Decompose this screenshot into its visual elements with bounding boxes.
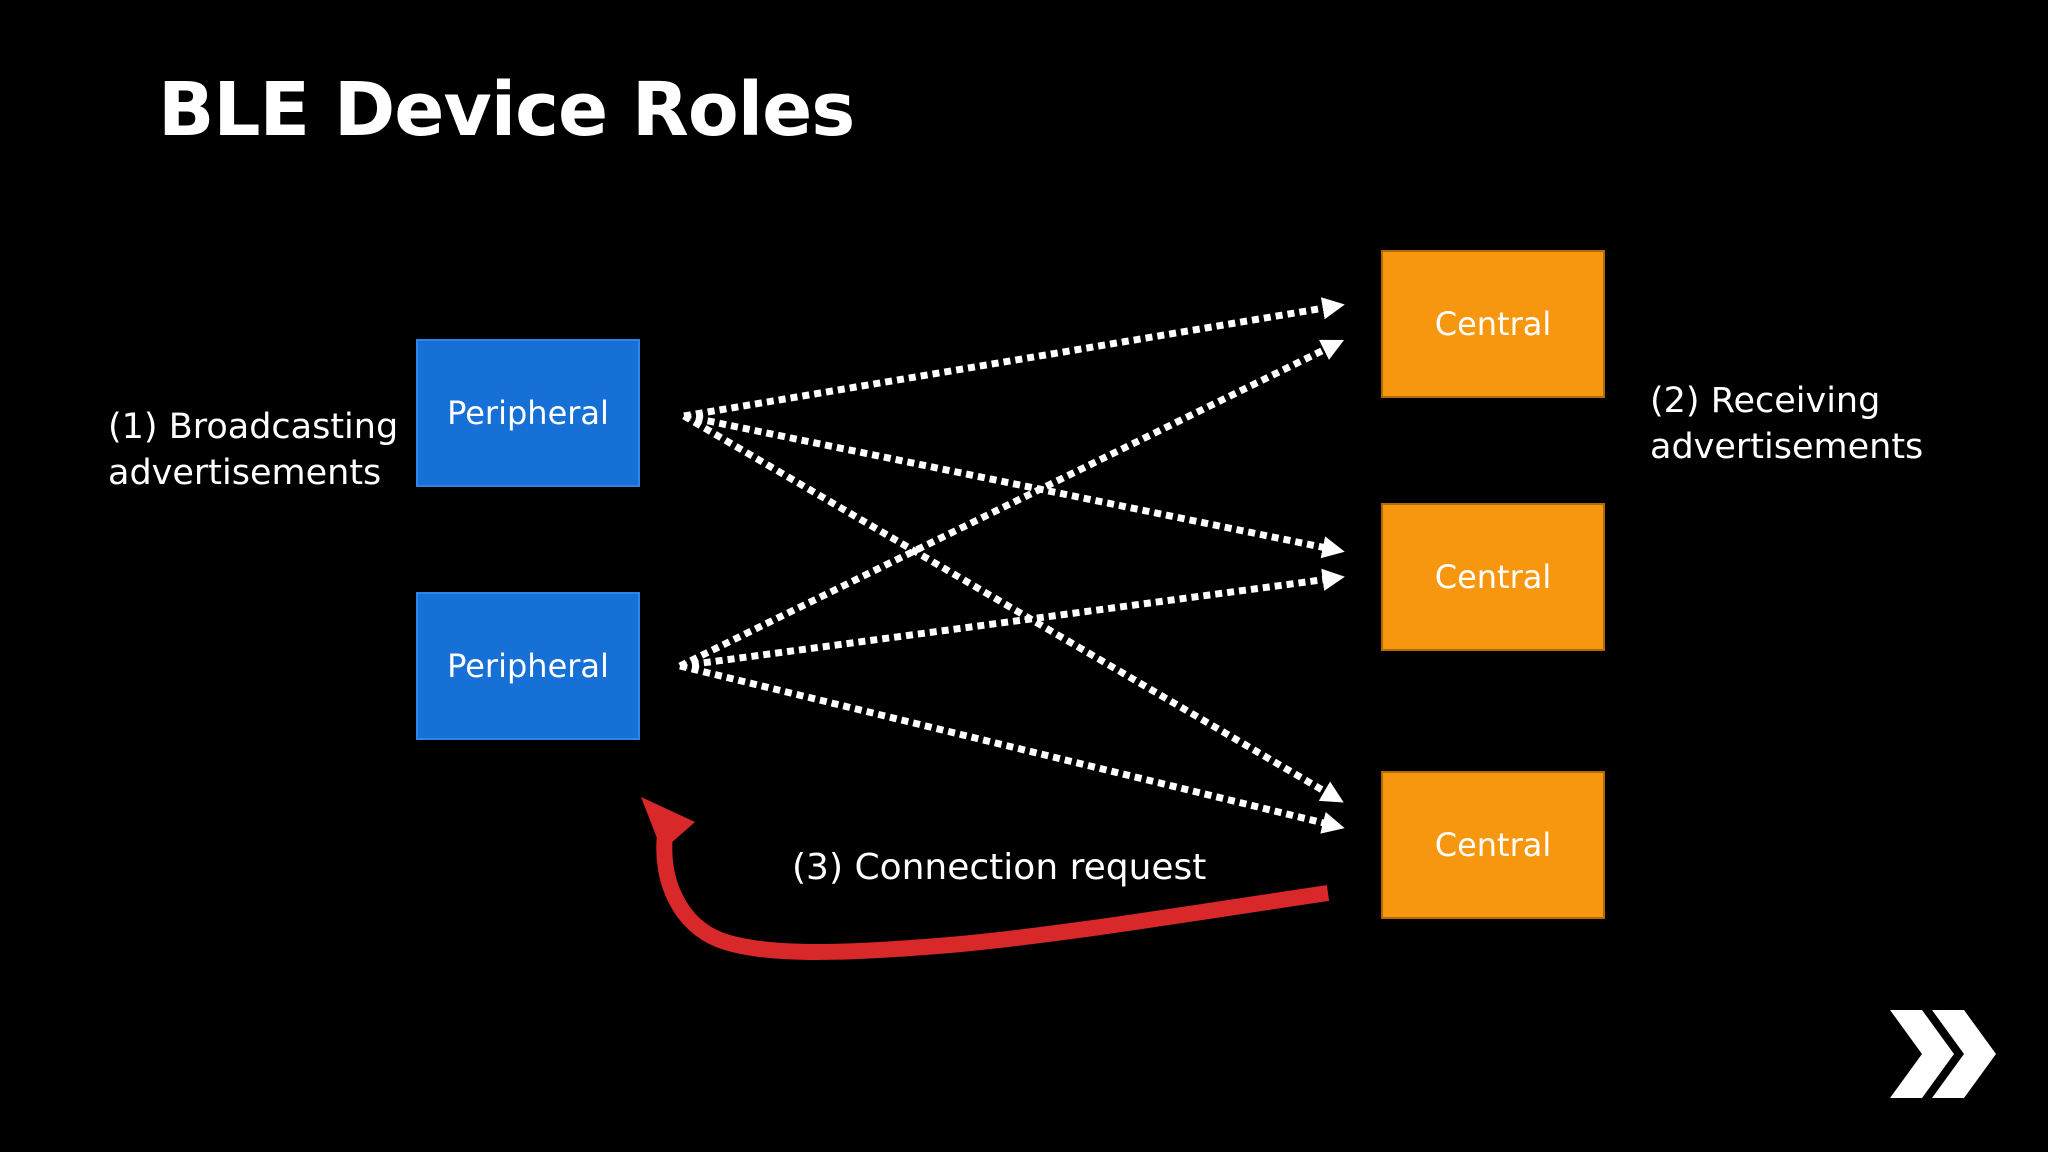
central-label-3: Central bbox=[1434, 826, 1552, 864]
slide-title: BLE Device Roles bbox=[158, 67, 855, 153]
double-chevron-right-icon[interactable] bbox=[1888, 1006, 2000, 1102]
peripheral-box-2: Peripheral bbox=[416, 592, 640, 740]
advertisement-arrow-p1-c3 bbox=[682, 412, 1344, 803]
connection-request-arrowhead bbox=[641, 797, 695, 851]
peripheral-label-1: Peripheral bbox=[447, 394, 609, 432]
central-box-3: Central bbox=[1381, 771, 1605, 919]
connection-request-label: (3) Connection request bbox=[792, 847, 1207, 888]
advertisement-arrow-p2-c2 bbox=[679, 568, 1345, 670]
advertisement-arrow-p1-c2 bbox=[683, 412, 1345, 559]
peripheral-label-2: Peripheral bbox=[447, 647, 609, 685]
advertisement-arrow-p2-c1 bbox=[678, 339, 1345, 670]
broadcasting-label: (1) Broadcasting advertisements bbox=[108, 404, 398, 496]
advertisement-arrow-p1-c1 bbox=[683, 297, 1345, 420]
broadcasting-label-line-2: advertisements bbox=[108, 453, 382, 493]
central-box-2: Central bbox=[1381, 503, 1605, 651]
receiving-label-line-1: (2) Receiving bbox=[1650, 381, 1881, 421]
central-label-2: Central bbox=[1434, 558, 1552, 596]
receiving-label: (2) Receiving advertisements bbox=[1650, 378, 1923, 470]
peripheral-box-1: Peripheral bbox=[416, 339, 640, 487]
receiving-label-line-2: advertisements bbox=[1650, 427, 1924, 467]
connection-request-arrow bbox=[656, 834, 1330, 960]
central-label-1: Central bbox=[1434, 305, 1552, 343]
advertisement-arrow-p2-c3 bbox=[679, 662, 1345, 834]
central-box-1: Central bbox=[1381, 250, 1605, 398]
broadcasting-label-line-1: (1) Broadcasting bbox=[108, 407, 399, 447]
